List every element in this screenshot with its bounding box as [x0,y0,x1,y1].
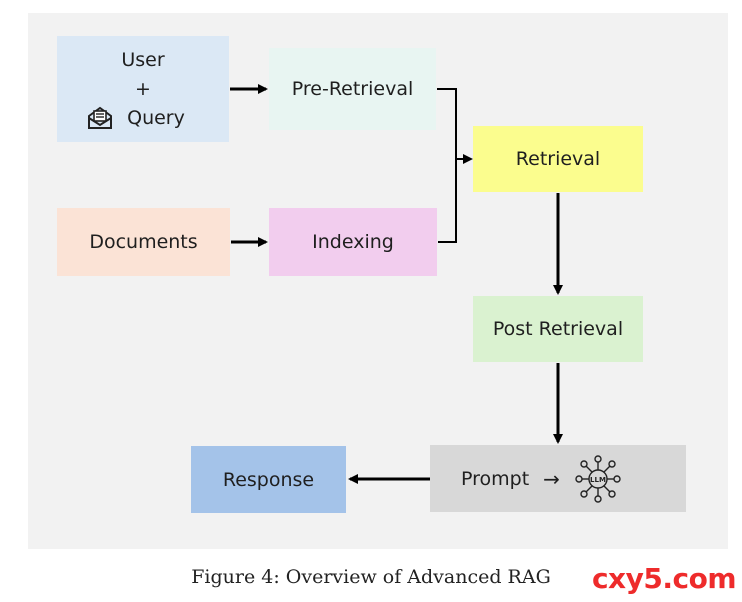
node-user-line3: Query [127,106,185,129]
node-pre-retrieval-label: Pre-Retrieval [291,78,414,100]
node-indexing-label: Indexing [312,231,394,253]
node-prompt: Prompt → LLM [430,445,686,512]
llm-icon-text: LLM [590,476,606,484]
node-post-retrieval: Post Retrieval [473,296,643,362]
node-pre-retrieval: Pre-Retrieval [269,48,436,130]
mail-document-icon [87,106,113,130]
right-arrow-icon: → [543,466,560,491]
node-post-retrieval-label: Post Retrieval [492,318,624,340]
llm-network-icon: LLM [574,453,622,505]
node-user-line1: User [121,48,165,71]
node-documents: Documents [57,208,230,276]
node-prompt-label: Prompt [461,467,530,490]
node-user-query: User + Query [57,36,229,142]
node-user-line2: + [135,77,151,100]
watermark: cxy5.com [591,562,737,595]
node-retrieval-label: Retrieval [515,148,601,170]
node-response: Response [191,446,346,513]
node-documents-label: Documents [89,231,198,253]
figure-caption: Figure 4: Overview of Advanced RAG [191,566,551,588]
node-response-label: Response [222,468,315,491]
node-indexing: Indexing [269,208,437,276]
node-retrieval: Retrieval [473,126,643,192]
